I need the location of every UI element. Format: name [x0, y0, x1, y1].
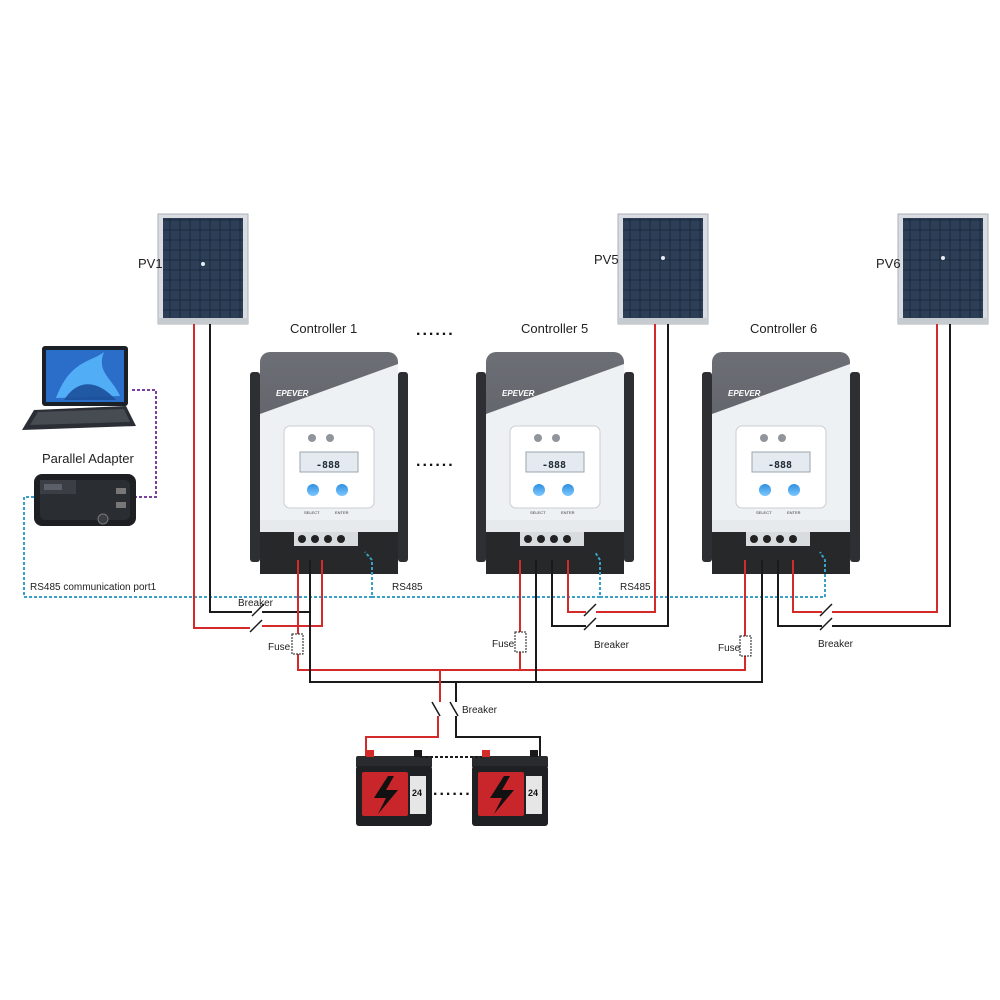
breaker-pv6 — [819, 603, 833, 631]
lcd-readout: -888 — [768, 460, 792, 471]
battery-2-voltage: 24 — [528, 788, 538, 798]
brand-logo: EPEVER — [728, 389, 761, 398]
fuse-label-1: Fuse — [268, 642, 291, 653]
battery-bus-wiring — [297, 560, 763, 762]
select-label: SELECT — [530, 510, 546, 515]
fuse-3 — [739, 635, 752, 657]
pv1-label: PV1 — [138, 256, 163, 271]
controller-6-label: Controller 6 — [750, 321, 817, 336]
breaker-label-battery: Breaker — [462, 705, 498, 716]
select-button[interactable] — [307, 484, 319, 496]
usb-cable-tablet-adapter — [132, 389, 157, 498]
enter-label: ENTER — [561, 510, 575, 515]
select-label: SELECT — [756, 510, 772, 515]
solar-panel-pv5 — [617, 213, 709, 325]
rs485-port-label: RS485 communication port1 — [30, 582, 157, 593]
parallel-adapter-device — [34, 474, 136, 526]
mounting-bracket-right — [398, 372, 408, 562]
lcd-display — [525, 451, 585, 473]
breaker-label-pv6: Breaker — [818, 639, 854, 650]
mounting-bracket-left — [250, 372, 260, 562]
rs485-communication-lines — [23, 496, 826, 598]
ellipsis-top: ...... — [416, 322, 455, 339]
fuse-label-2: Fuse — [492, 639, 515, 650]
controller-1-label: Controller 1 — [290, 321, 357, 336]
mounting-bracket-left — [476, 372, 486, 562]
rs485-label-1: RS485 — [392, 582, 423, 593]
enter-label: ENTER — [335, 510, 349, 515]
pv-wiring — [193, 324, 951, 629]
select-button[interactable] — [533, 484, 545, 496]
brand-logo: EPEVER — [276, 389, 309, 398]
lcd-display — [299, 451, 359, 473]
lcd-readout: -888 — [316, 460, 340, 471]
fuse-label-3: Fuse — [718, 643, 741, 654]
controller-6: EPEVER -888 SELECT ENTER — [702, 352, 860, 574]
mounting-bracket-right — [624, 372, 634, 562]
controller-5: EPEVER -888 SELECT ENTER — [476, 352, 634, 574]
lcd-readout: -888 — [542, 460, 566, 471]
pv6-label: PV6 — [876, 256, 901, 271]
controller-5-label: Controller 5 — [521, 321, 588, 336]
battery-2: 24 — [472, 750, 548, 826]
mounting-bracket-left — [702, 372, 712, 562]
ellipsis-batteries: ...... — [433, 782, 472, 799]
rs485-label-2: RS485 — [620, 582, 651, 593]
select-button[interactable] — [759, 484, 771, 496]
solar-panel-pv6 — [897, 213, 989, 325]
lcd-display — [751, 451, 811, 473]
enter-button[interactable] — [562, 484, 574, 496]
enter-button[interactable] — [336, 484, 348, 496]
breaker-label-pv5: Breaker — [594, 640, 630, 651]
enter-label: ENTER — [787, 510, 801, 515]
select-label: SELECT — [304, 510, 320, 515]
solar-panel-pv1 — [157, 213, 249, 325]
brand-logo: EPEVER — [502, 389, 535, 398]
pv5-label: PV5 — [594, 252, 619, 267]
tablet-icon — [22, 346, 136, 430]
battery-1-voltage: 24 — [412, 788, 422, 798]
breaker-label-pv1: Breaker — [238, 598, 274, 609]
enter-button[interactable] — [788, 484, 800, 496]
parallel-adapter-label: Parallel Adapter — [42, 451, 134, 466]
breaker-battery — [431, 701, 459, 717]
ellipsis-middle: ...... — [416, 453, 455, 470]
controller-1: EPEVER -888 SELECT ENTER — [250, 352, 408, 574]
fuse-1 — [291, 633, 304, 655]
battery-1: 24 — [356, 750, 432, 826]
breaker-pv1 — [249, 603, 265, 633]
mounting-bracket-right — [850, 372, 860, 562]
breaker-pv5 — [583, 603, 597, 631]
fuse-2 — [514, 631, 527, 653]
